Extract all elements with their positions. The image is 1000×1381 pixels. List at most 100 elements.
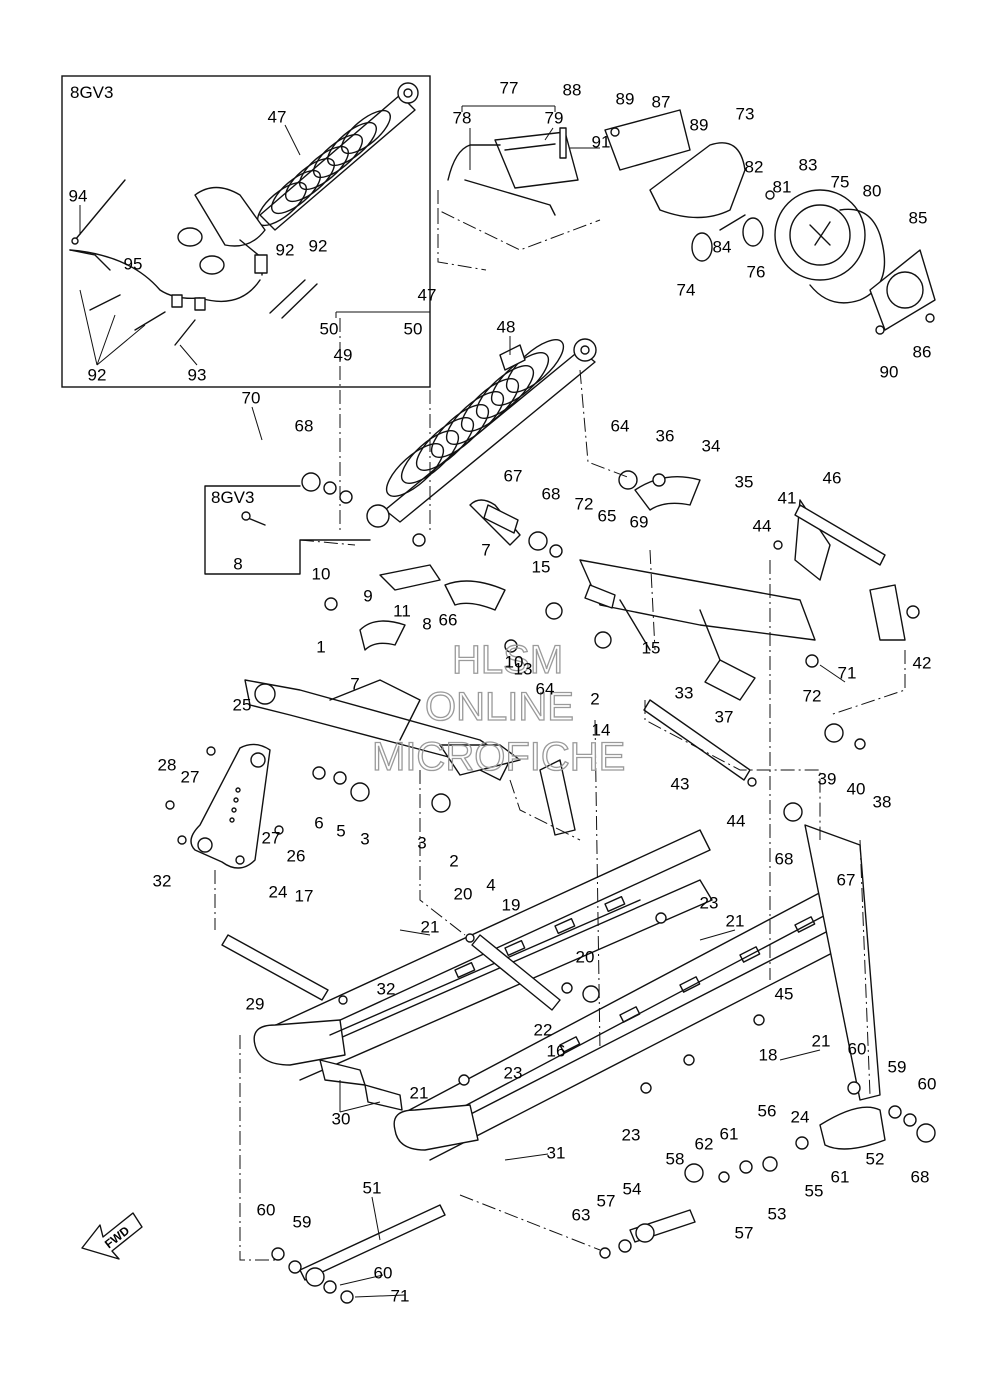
callout-31: 31 <box>547 1143 566 1162</box>
inset-small-label: 8GV3 <box>211 488 254 507</box>
watermark: HLSM ONLINE MICROFICHE <box>371 637 626 779</box>
inset-box-small: 8GV3 <box>204 485 371 575</box>
callout-1: 1 <box>316 637 325 656</box>
callout-45: 45 <box>775 984 794 1003</box>
callout-29: 29 <box>246 994 265 1013</box>
callout-34: 34 <box>702 436 721 455</box>
callout-21: 21 <box>410 1083 429 1102</box>
callout-23: 23 <box>622 1125 641 1144</box>
callout-78: 78 <box>453 108 472 127</box>
gear-box-assembly <box>447 109 936 335</box>
callout-23: 23 <box>700 893 719 912</box>
callout-74: 74 <box>677 280 696 299</box>
callout-15: 15 <box>532 557 551 576</box>
callout-11: 11 <box>393 601 411 620</box>
callout-73: 73 <box>736 104 755 123</box>
callout-60: 60 <box>848 1039 867 1058</box>
callout-5: 5 <box>336 821 345 840</box>
callout-80: 80 <box>863 181 882 200</box>
callout-62: 62 <box>695 1134 714 1153</box>
callout-35: 35 <box>735 472 754 491</box>
callout-42: 42 <box>913 653 932 672</box>
callout-20: 20 <box>454 884 473 903</box>
callout-32: 32 <box>153 871 172 890</box>
callout-7: 7 <box>481 540 490 559</box>
callout-75: 75 <box>831 172 850 191</box>
callout-77: 77 <box>500 78 519 97</box>
callout-44: 44 <box>727 811 746 830</box>
callout-60: 60 <box>257 1200 276 1219</box>
callout-59: 59 <box>293 1212 312 1231</box>
callout-64: 64 <box>536 679 555 698</box>
callout-50: 50 <box>320 319 339 338</box>
callout-15: 15 <box>642 638 661 657</box>
callout-44: 44 <box>753 516 772 535</box>
main-shock-absorber <box>366 338 597 528</box>
callout-82: 82 <box>745 157 764 176</box>
callout-51: 51 <box>363 1178 382 1197</box>
callout-58: 58 <box>666 1149 685 1168</box>
callout-94: 94 <box>69 186 88 205</box>
callout-47: 47 <box>268 107 287 126</box>
callout-90: 90 <box>880 362 899 381</box>
callout-37: 37 <box>715 707 734 726</box>
callout-10: 10 <box>505 652 524 671</box>
callout-70: 70 <box>242 388 261 407</box>
callout-61: 61 <box>831 1167 850 1186</box>
callout-88: 88 <box>563 80 582 99</box>
callout-92: 92 <box>88 365 107 384</box>
callout-2: 2 <box>590 689 599 708</box>
callout-92: 92 <box>309 236 328 255</box>
callout-57: 57 <box>735 1223 754 1242</box>
callout-69: 69 <box>630 512 649 531</box>
callout-55: 55 <box>805 1181 824 1200</box>
callout-27: 27 <box>181 767 200 786</box>
callout-21: 21 <box>812 1031 831 1050</box>
callout-20: 20 <box>576 947 595 966</box>
callout-64: 64 <box>611 416 630 435</box>
callout-67: 67 <box>837 870 856 889</box>
shock-absorber-inset <box>177 82 419 276</box>
callout-79: 79 <box>545 108 564 127</box>
callout-60: 60 <box>918 1074 937 1093</box>
callout-39: 39 <box>818 769 837 788</box>
leader-lines <box>79 105 846 1298</box>
callout-28: 28 <box>158 755 177 774</box>
callout-36: 36 <box>656 426 675 445</box>
callout-92: 92 <box>276 240 295 259</box>
callout-3: 3 <box>360 829 369 848</box>
callout-68: 68 <box>295 416 314 435</box>
fwd-arrow: FWD <box>81 1212 143 1260</box>
callout-84: 84 <box>713 237 732 256</box>
callout-61: 61 <box>720 1124 739 1143</box>
watermark-line1: HLSM <box>452 638 563 682</box>
callout-66: 66 <box>439 610 458 629</box>
callout-72: 72 <box>575 494 594 513</box>
front-arm-assembly <box>244 679 576 836</box>
callout-6: 6 <box>314 813 323 832</box>
rear-arm-assembly <box>359 475 906 661</box>
callout-56: 56 <box>758 1101 777 1120</box>
callout-30: 30 <box>332 1109 351 1128</box>
suspension-link <box>190 743 271 869</box>
callout-65: 65 <box>598 506 617 525</box>
callout-24: 24 <box>269 882 288 901</box>
callout-52: 52 <box>866 1149 885 1168</box>
callout-23: 23 <box>504 1063 523 1082</box>
callout-50: 50 <box>404 319 423 338</box>
callout-22: 22 <box>534 1020 553 1039</box>
callout-26: 26 <box>287 846 306 865</box>
callout-3: 3 <box>417 833 426 852</box>
callout-95: 95 <box>124 254 143 273</box>
callout-48: 48 <box>497 317 516 336</box>
inset-top-label: 8GV3 <box>70 83 113 102</box>
callout-89: 89 <box>690 115 709 134</box>
callout-93: 93 <box>188 365 207 384</box>
callout-67: 67 <box>504 466 523 485</box>
callout-33: 33 <box>675 683 694 702</box>
callout-2: 2 <box>449 851 458 870</box>
callout-63: 63 <box>572 1205 591 1224</box>
callout-60: 60 <box>374 1263 393 1282</box>
